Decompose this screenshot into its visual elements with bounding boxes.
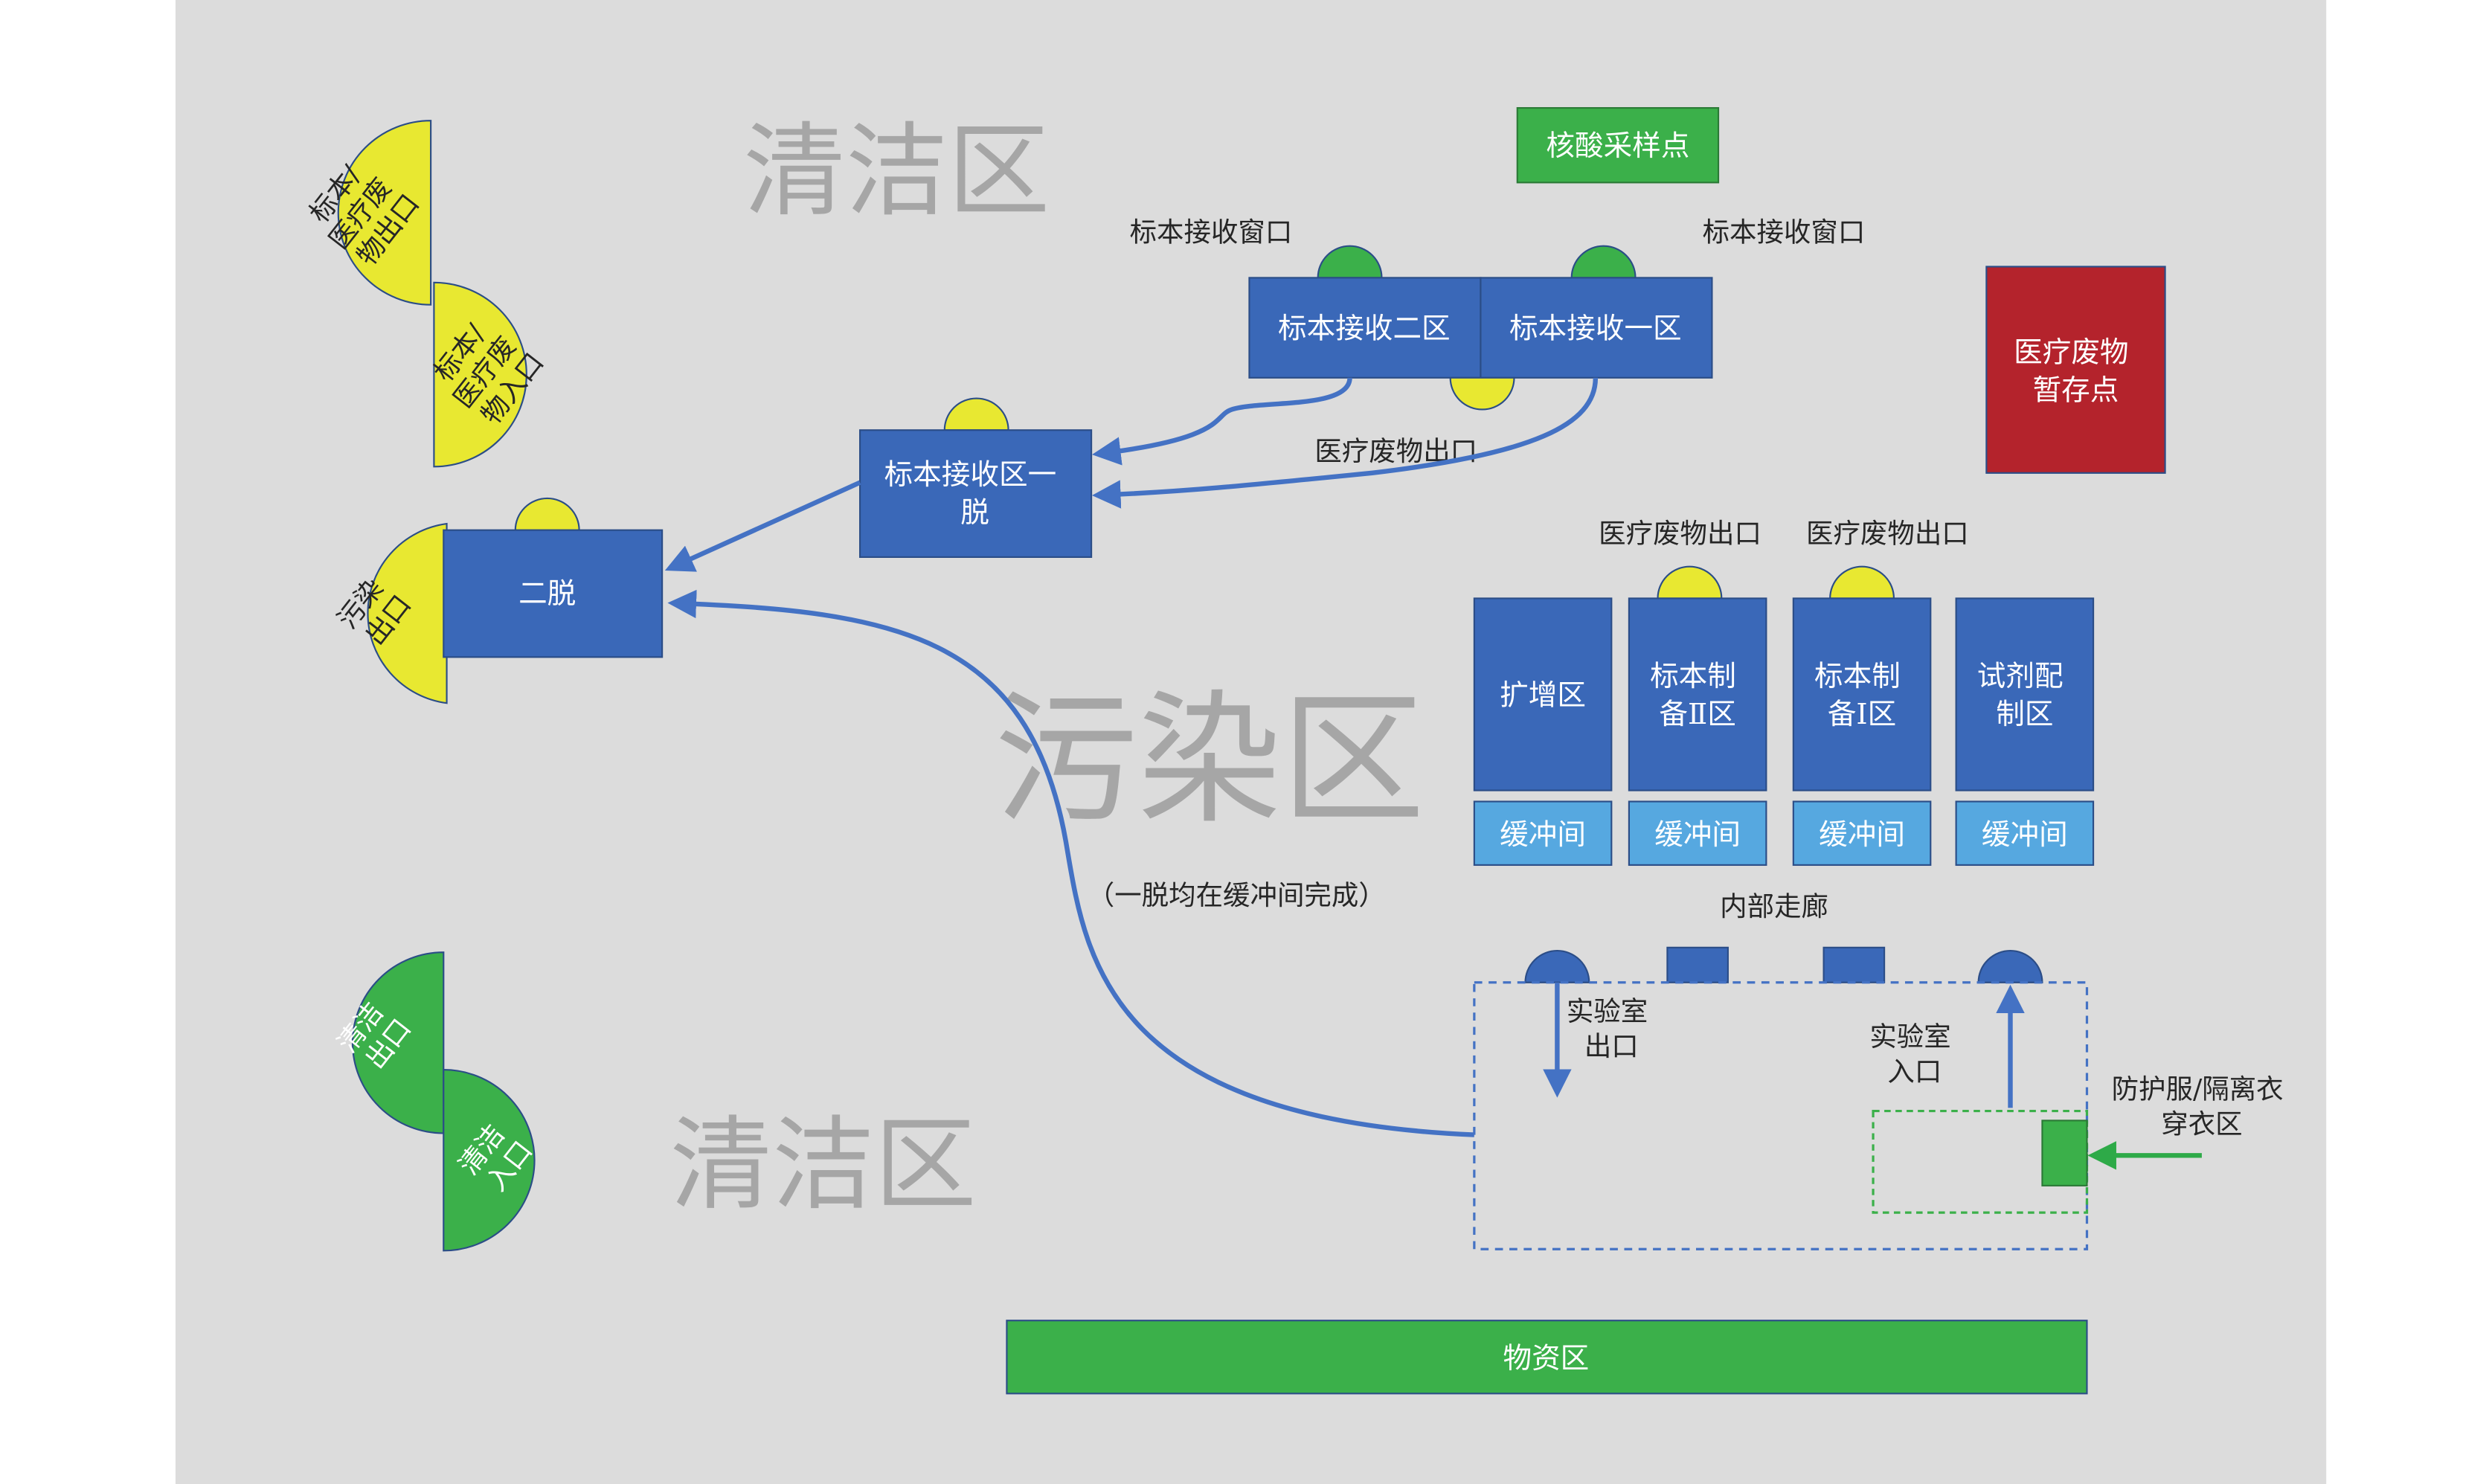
lab-exit-door [1524, 950, 1590, 983]
buffer-room-label: 缓冲间 [1500, 818, 1586, 852]
zone-label-clean-bottom: 清洁区 [670, 1106, 977, 1224]
prep-2-room-box [1628, 597, 1767, 791]
prep1-waste-exit-label: 医疗废物出口 [1806, 518, 1969, 550]
flow-arrow-zone1-to-first-doff [1091, 377, 1599, 509]
prep1-waste-door [1829, 565, 1895, 600]
buffer-room-label: 缓冲间 [1819, 818, 1905, 852]
specimen-waste-entry-door [433, 281, 527, 468]
buffer-room-label: 缓冲间 [1654, 818, 1741, 852]
sampling-point-box [1516, 107, 1720, 184]
supplies-area-label: 物资区 [1503, 1342, 1589, 1375]
reception-zone-2-box [1248, 277, 1482, 379]
reception-zone-2-label: 标本接收二区 [1278, 312, 1451, 346]
first-doff-label: 标本接收区一 脱 [884, 458, 1066, 530]
reception-window-door-right [1570, 245, 1637, 279]
first-doff-box [859, 429, 1093, 558]
inner-corridor-label: 内部走廊 [1720, 890, 1828, 922]
clean-exit-door [351, 951, 445, 1134]
gowning-area-label: 防护服/隔离衣 穿衣区 [2112, 1073, 2293, 1140]
flow-arrow-zone2-to-first-doff [1092, 377, 1352, 466]
flow-arrow-lab-to-second-doff [667, 589, 1475, 1137]
amplification-room-label: 扩增区 [1500, 678, 1586, 712]
buffer-room-reagent [1955, 800, 2095, 866]
buffer-room-label: 缓冲间 [1982, 818, 2068, 852]
reception-window-label-left: 标本接收窗口 [1130, 216, 1293, 248]
zone-label-contaminated: 污染区 [994, 678, 1425, 844]
supplies-area-box [1006, 1320, 2088, 1395]
second-doff-label: 二脱 [518, 577, 576, 611]
reception-window-door-left [1317, 245, 1383, 279]
reception-window-label-right: 标本接收窗口 [1703, 216, 1866, 248]
medical-waste-storage-label: 医疗废物 暂存点 [2014, 336, 2138, 408]
prep2-waste-exit-label: 医疗废物出口 [1599, 518, 1761, 550]
corridor-door-left [1666, 946, 1729, 983]
lab-entry-label: 实验室 入口 [1869, 1021, 1959, 1088]
buffer-room-amplification [1473, 800, 1613, 866]
amplification-room-box [1473, 597, 1613, 791]
second-doff-door-top [514, 497, 580, 531]
gowning-area-door [2041, 1120, 2088, 1186]
corridor-door-right [1822, 946, 1886, 983]
prep2-waste-door [1657, 565, 1723, 600]
medical-waste-storage-box [1985, 266, 2166, 474]
zone-label-clean-top: 清洁区 [744, 113, 1050, 231]
buffer-room-prep-1 [1792, 800, 1932, 866]
contaminated-exit-door [367, 522, 448, 704]
buffer-room-prep-2 [1628, 800, 1767, 866]
reagent-prep-room-box [1955, 597, 2095, 791]
first-doff-door [943, 397, 1009, 431]
reception-waste-door [1449, 376, 1515, 411]
prep-2-room-label: 标本制 备Ⅱ区 [1650, 660, 1745, 731]
flow-arrow-first-to-second-doff [664, 480, 861, 572]
prep-1-room-box [1792, 597, 1932, 791]
reagent-prep-room-label: 试剂配 制区 [1977, 660, 2072, 731]
clean-entry-door [443, 1069, 536, 1252]
sampling-point-label: 核酸采样点 [1546, 129, 1689, 163]
reception-zone-1-label: 标本接收一区 [1509, 312, 1682, 346]
second-doff-box [443, 529, 664, 658]
gowning-area-outline [1872, 1109, 2089, 1214]
prep-1-room-label: 标本制 备Ⅰ区 [1814, 660, 1910, 731]
first-doff-note: （一脱均在缓冲间完成） [1088, 879, 1386, 911]
specimen-waste-exit-door [337, 120, 432, 306]
lab-exit-label: 实验室 出口 [1567, 995, 1657, 1062]
reception-zone-1-box [1480, 277, 1713, 379]
lab-entry-door [1977, 950, 2043, 983]
